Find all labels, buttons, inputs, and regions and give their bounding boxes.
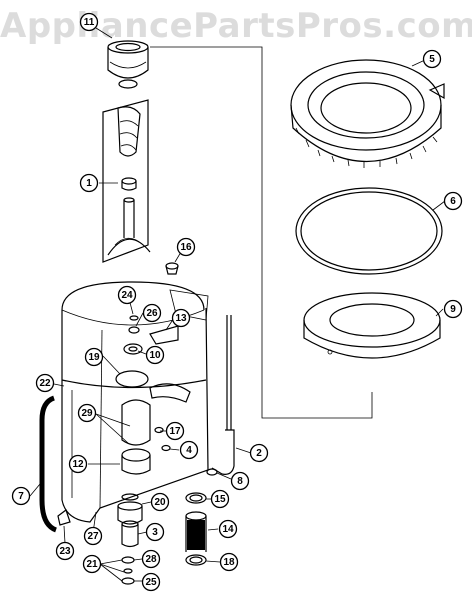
callout-18: 18 <box>219 552 239 572</box>
callout-text: 21 <box>86 559 98 570</box>
callout-text: 18 <box>223 557 235 568</box>
callout-2: 2 <box>249 443 269 463</box>
callout-text: 25 <box>145 577 157 588</box>
callout-24: 24 <box>117 285 137 305</box>
part-hub <box>121 399 151 475</box>
callout-text: 5 <box>429 54 435 65</box>
callout-text: 26 <box>146 308 158 319</box>
callout-22: 22 <box>35 373 55 393</box>
part-tub-ring <box>290 59 445 168</box>
callout-14: 14 <box>218 519 238 539</box>
part-bracket <box>149 325 179 345</box>
callout-text: 24 <box>121 290 133 301</box>
callout-10: 10 <box>145 345 165 365</box>
part-agitator <box>102 99 151 263</box>
callout-8: 8 <box>230 471 250 491</box>
callout-text: 22 <box>39 378 51 389</box>
callout-text: 2 <box>256 448 262 459</box>
callout-text: 13 <box>175 313 187 324</box>
callout-text: 11 <box>84 17 95 28</box>
callout-text: 4 <box>186 445 192 456</box>
callout-12: 12 <box>68 454 88 474</box>
part-balance-ring <box>303 292 441 359</box>
part-vent-pipe <box>211 315 235 475</box>
callout-13: 13 <box>171 308 191 328</box>
callout-text: 7 <box>18 491 24 502</box>
part-cap <box>107 40 149 89</box>
callout-1: 1 <box>79 173 99 193</box>
callout-text: 27 <box>87 531 99 542</box>
callout-27: 27 <box>83 526 103 546</box>
leader-lines <box>29 27 446 582</box>
callout-28: 28 <box>141 549 161 569</box>
callout-text: 20 <box>154 497 166 508</box>
part-fasteners <box>154 426 171 452</box>
connector-line <box>150 46 373 419</box>
callout-9: 9 <box>443 299 463 319</box>
callout-4: 4 <box>179 440 199 460</box>
callout-text: 16 <box>180 242 192 253</box>
callout-17: 17 <box>165 421 185 441</box>
part-washers <box>121 556 135 585</box>
callout-text: 19 <box>88 352 100 363</box>
callout-20: 20 <box>150 492 170 512</box>
callout-16: 16 <box>176 237 196 257</box>
callout-23: 23 <box>55 541 75 561</box>
part-nozzle <box>206 468 218 476</box>
callout-3: 3 <box>145 522 165 542</box>
callout-26: 26 <box>142 303 162 323</box>
callout-text: 9 <box>450 304 456 315</box>
part-clip <box>57 509 71 526</box>
part-pump <box>117 493 143 548</box>
callout-5: 5 <box>422 49 442 69</box>
callout-text: 1 <box>86 178 92 189</box>
callout-21: 21 <box>82 554 102 574</box>
callout-29: 29 <box>77 403 97 423</box>
callout-text: 23 <box>59 546 71 557</box>
callout-text: 17 <box>169 426 181 437</box>
callout-text: 10 <box>149 350 161 361</box>
callout-text: 12 <box>72 459 84 470</box>
part-screw <box>165 262 179 275</box>
callout-text: 29 <box>81 408 93 419</box>
part-small-fittings <box>115 315 191 403</box>
callout-text: 28 <box>145 554 157 565</box>
callout-text: 15 <box>214 494 226 505</box>
callout-15: 15 <box>210 489 230 509</box>
callout-text: 6 <box>450 196 456 207</box>
callout-7: 7 <box>11 486 31 506</box>
callout-text: 14 <box>222 524 234 535</box>
callout-text: 8 <box>237 476 243 487</box>
callout-text: 3 <box>152 527 158 538</box>
part-hose <box>39 395 58 533</box>
part-seal-ring <box>295 187 443 275</box>
callout-19: 19 <box>84 347 104 367</box>
callout-6: 6 <box>443 191 463 211</box>
watermark: AppliancePartsPros.com <box>0 6 472 46</box>
callout-11: 11 <box>79 12 99 32</box>
part-clamp-tube <box>185 492 207 566</box>
callout-25: 25 <box>141 572 161 592</box>
